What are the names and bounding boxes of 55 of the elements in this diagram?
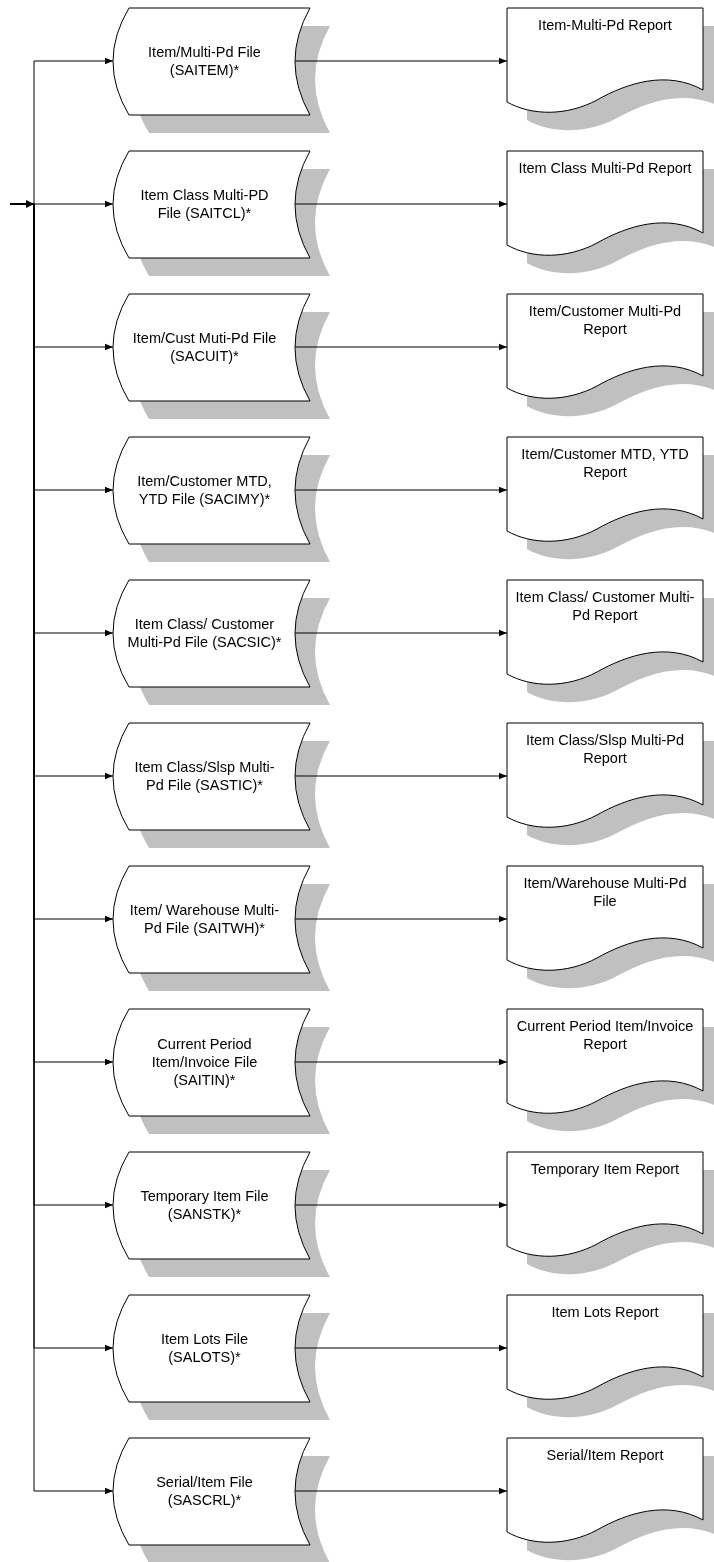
document-shape xyxy=(507,865,703,973)
document-shape xyxy=(507,150,703,258)
file-label: Item Class/ Customer Multi-Pd File (SACSIC)* xyxy=(127,615,282,651)
stored-data-shape xyxy=(113,1294,310,1402)
document-shape xyxy=(507,1437,703,1545)
stored-data-shape xyxy=(113,579,310,687)
file-label: Item Class/Slsp Multi-Pd File (SASTIC)* xyxy=(133,758,276,794)
arrow xyxy=(294,57,508,65)
report-label: Serial/Item Report xyxy=(546,1445,664,1464)
arrow xyxy=(294,915,508,923)
stored-data-shape xyxy=(113,7,310,115)
document-shape xyxy=(507,1008,703,1116)
report-label: Item-Multi-Pd Report xyxy=(538,15,672,34)
arrow xyxy=(294,1201,508,1209)
arrow xyxy=(294,200,508,208)
file-label: Serial/Item File (SASCRL)* xyxy=(155,1473,254,1509)
report-label: Item/Customer Multi-Pd Report xyxy=(527,301,683,338)
report-label: Item Class Multi-Pd Report xyxy=(518,158,692,177)
arrow xyxy=(294,343,508,351)
document-shape xyxy=(507,7,703,115)
stored-data-shape xyxy=(113,150,310,258)
arrow xyxy=(294,772,508,780)
document-shape xyxy=(507,293,703,401)
stored-data-shape xyxy=(113,722,310,830)
file-label: Item/Cust Muti-Pd File (SACUIT)* xyxy=(131,329,278,365)
file-label: Temporary Item File (SANSTK)* xyxy=(139,1187,270,1223)
report-label: Current Period Item/Invoice Report xyxy=(515,1016,695,1053)
file-label: Item/ Warehouse Multi-Pd File (SAITWH)* xyxy=(128,901,281,937)
report-label: Temporary Item Report xyxy=(530,1159,680,1178)
report-label: Item/Warehouse Multi-Pd File xyxy=(522,873,688,910)
document-shape xyxy=(507,1294,703,1402)
report-label: Item Class/Slsp Multi-Pd Report xyxy=(525,730,685,767)
file-label: Item Lots File (SALOTS)* xyxy=(160,1330,249,1366)
stored-data-shape xyxy=(113,865,310,973)
document-shape xyxy=(507,1151,703,1259)
document-shape xyxy=(507,722,703,830)
file-label: Current Period Item/Invoice File (SAITIN)* xyxy=(150,1035,259,1089)
arrow xyxy=(294,1487,508,1495)
stored-data-shape xyxy=(113,293,310,401)
file-label: Item Class Multi-PD File (SAITCL)* xyxy=(139,186,270,222)
arrow xyxy=(294,486,508,494)
arrow xyxy=(294,1058,508,1066)
report-label: Item Lots Report xyxy=(551,1302,659,1321)
document-shape xyxy=(507,436,703,544)
arrow xyxy=(294,1344,508,1352)
arrow xyxy=(294,629,508,637)
document-shape xyxy=(507,579,703,687)
stored-data-shape xyxy=(113,436,310,544)
stored-data-shape xyxy=(113,1151,310,1259)
report-label: Item Class/ Customer Multi-Pd Report xyxy=(514,587,696,624)
stored-data-shape xyxy=(113,1008,310,1116)
stored-data-shape xyxy=(113,1437,310,1545)
report-label: Item/Customer MTD, YTD Report xyxy=(520,444,690,481)
file-label: Item/Customer MTD, YTD File (SACIMY)* xyxy=(136,472,273,508)
file-label: Item/Multi-Pd File (SAITEM)* xyxy=(147,43,262,79)
